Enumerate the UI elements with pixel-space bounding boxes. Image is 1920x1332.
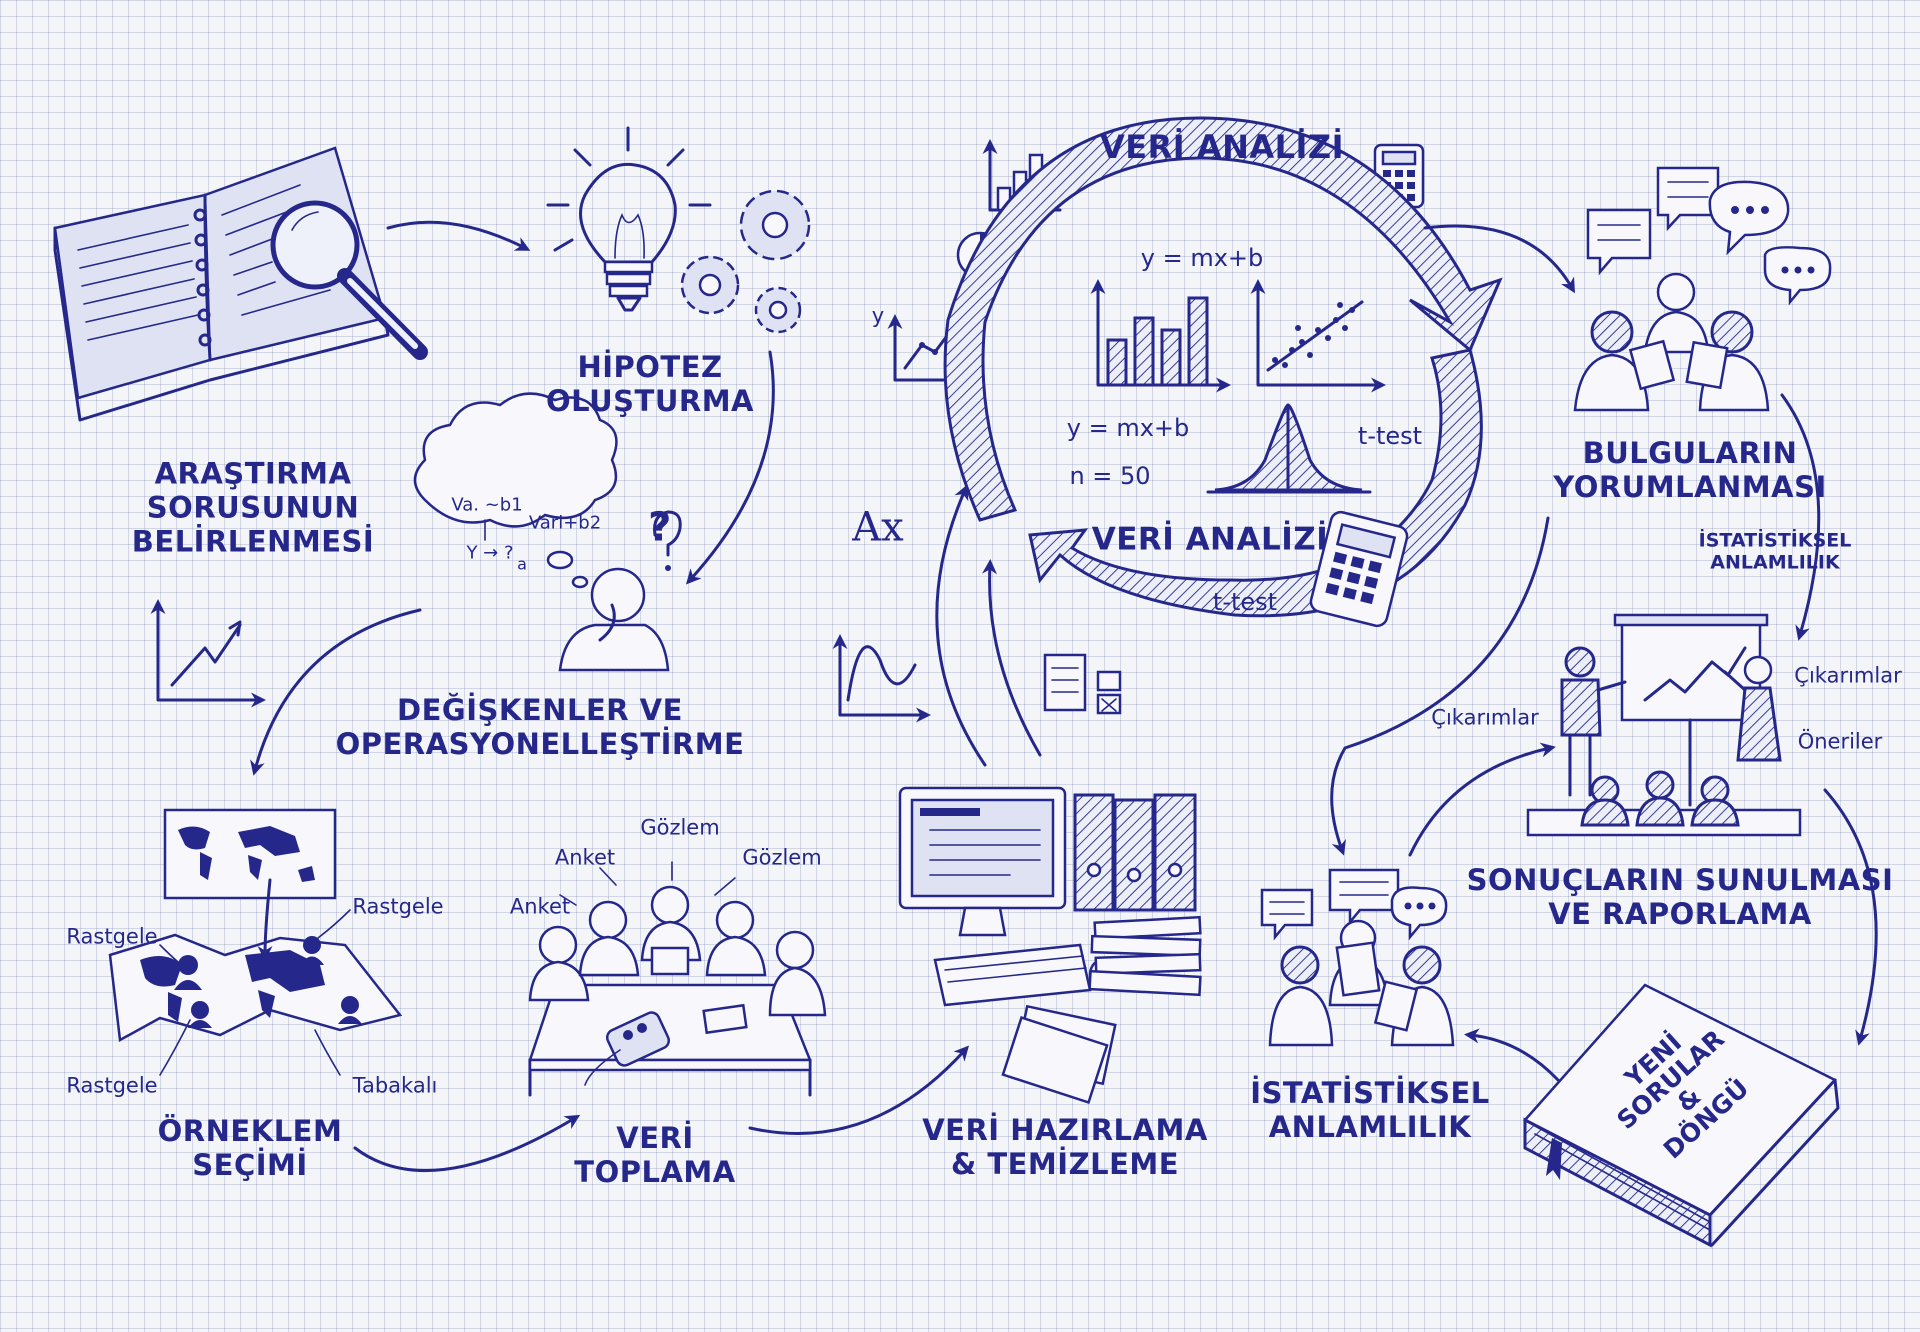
speech-bubble-icon [1586, 166, 1832, 306]
stage-line: ARAŞTIRMA [154, 456, 352, 491]
stage-line: İSTATİSTİKSEL [1250, 1075, 1490, 1110]
significance-note: İSTATİSTİKSEL ANLAMLILIK [1699, 530, 1852, 575]
magnifier-icon [270, 200, 428, 360]
trend-graph-icon [150, 599, 266, 708]
open-book-icon [53, 146, 390, 422]
stage-significance: İSTATİSTİKSEL ANLAMLILIK [1250, 1076, 1490, 1144]
stage-line: VERİ [616, 1120, 694, 1155]
reporting-cikarimlar-1: Çıkarımlar [1431, 705, 1539, 730]
wave-graph-icon [832, 634, 931, 723]
analysis-cycle-arrows [943, 116, 1503, 618]
stage-line: OPERASYONELLEŞTİRME [335, 727, 745, 761]
thought-text-b: Vari+b2 [528, 512, 602, 534]
stage-line: VE RAPORLAMA [1548, 897, 1812, 931]
stage-interpretation: BULGULARIN YORUMLANMASI [1553, 436, 1827, 504]
stage-line: ÖRNEKLEM [157, 1113, 343, 1148]
stage-research-question: ARAŞTIRMA SORUSUNUN BELİRLENMESİ [132, 457, 374, 560]
t-test-right: t-test [1357, 421, 1423, 450]
stage-line: ANLAMLILIK [1268, 1110, 1472, 1144]
axis-y-label: y [871, 303, 885, 328]
thought-text-d: a [517, 554, 527, 574]
stage-analysis-center: VERİ ANALİZİ [1091, 521, 1329, 558]
question-mark-icon: ? [648, 504, 672, 551]
sample-size: n = 50 [1069, 461, 1151, 490]
closed-book-icon [1522, 983, 1840, 1248]
formula-symbol: Ax [852, 504, 904, 551]
stage-data-collection: VERİ TOPLAMA [574, 1121, 735, 1189]
lightbulb-icon [546, 126, 712, 312]
thought-text-c: Y → ? [466, 542, 514, 564]
equation-top: y = mx+b [1140, 243, 1264, 272]
world-map-icon [108, 808, 403, 1076]
collection-gozlem-2: Gözlem [742, 845, 822, 870]
stage-sampling: ÖRNEKLEM SEÇİMİ [158, 1114, 343, 1182]
calculator-big-icon [1309, 510, 1409, 628]
thought-cloud-icon [413, 392, 618, 589]
stage-hypothesis: HİPOTEZ OLUŞTURMA [546, 350, 754, 418]
stage-line: HİPOTEZ [577, 349, 723, 384]
sampling-tabakali: Tabakalı [352, 1073, 438, 1098]
stage-reporting: SONUÇLARIN SUNULMASI VE RAPORLAMA [1467, 863, 1894, 931]
flow-arrows [250, 220, 1878, 1172]
forms-icon [1043, 653, 1122, 715]
scatter-plot-icon [1250, 279, 1386, 393]
collection-anket-1: Anket [509, 894, 571, 919]
stage-line: YORUMLANMASI [1553, 470, 1827, 504]
sampling-rastgele-1: Rastgele [66, 924, 158, 949]
thinker-icon [558, 510, 682, 672]
collection-gozlem-1: Gözlem [640, 815, 720, 840]
significance-speech-bubbles [1260, 868, 1448, 941]
thought-text-a: Va. ~b1 [451, 494, 523, 516]
gears-icon [680, 189, 811, 334]
note-line: İSTATİSTİKSEL [1698, 529, 1852, 552]
stage-variables: DEĞİŞKENLER VE OPERASYONELLEŞTİRME [336, 693, 745, 761]
stage-line: SEÇİMİ [192, 1148, 308, 1182]
team-discussion-icon [1573, 272, 1770, 412]
stage-line: & TEMİZLEME [950, 1147, 1180, 1181]
bar-chart-icon [1090, 279, 1231, 393]
stage-line: SONUÇLARIN SUNULMASI [1466, 862, 1894, 897]
stage-data-prep: VERİ HAZIRLAMA & TEMİZLEME [922, 1113, 1208, 1181]
reporting-cikarimlar-2: Çıkarımlar [1794, 663, 1902, 688]
sampling-rastgele-3: Rastgele [66, 1073, 158, 1098]
note-line: ANLAMLILIK [1710, 552, 1840, 574]
significance-team-icon [1268, 919, 1455, 1047]
stage-line: DEĞİŞKENLER VE [397, 692, 683, 727]
binders-icon [1001, 793, 1202, 1105]
meeting-table-icon [528, 861, 827, 1097]
stage-line: TOPLAMA [574, 1155, 736, 1189]
bell-curve-icon [1206, 403, 1372, 494]
stage-line: VERİ HAZIRLAMA [922, 1112, 1208, 1147]
stage-line: OLUŞTURMA [546, 384, 754, 418]
collection-anket-2: Anket [554, 845, 616, 870]
stage-line: BULGULARIN [1582, 435, 1798, 470]
stage-line: BELİRLENMESİ [131, 525, 375, 560]
presentation-icon [1526, 613, 1802, 837]
stage-analysis-title: VERİ ANALİZİ [1099, 128, 1345, 167]
reporting-oneriler: Öneriler [1797, 729, 1883, 754]
stage-line: SORUSUNUN [146, 490, 360, 525]
t-test-bottom: t-test [1212, 587, 1278, 616]
equation-left: y = mx+b [1066, 413, 1190, 442]
sampling-rastgele-2: Rastgele [352, 894, 444, 919]
